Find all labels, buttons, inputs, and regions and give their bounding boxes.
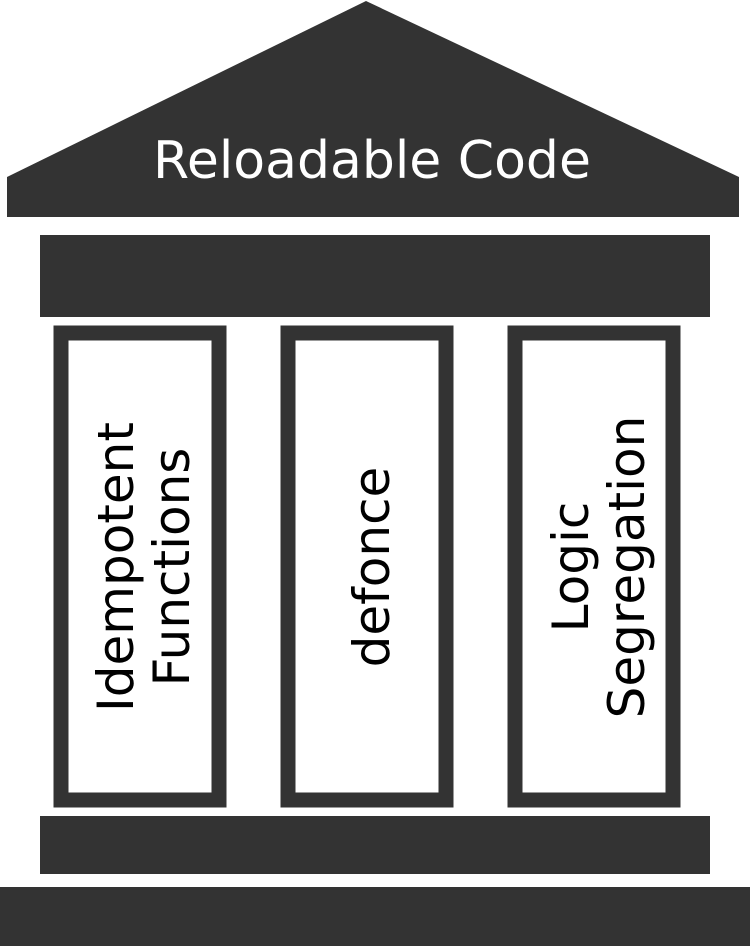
pillar-1-line-1: Idempotent — [87, 422, 145, 712]
roof — [7, 1, 739, 217]
foundation — [0, 887, 750, 946]
pillar-3 — [507, 325, 681, 808]
pillar-3-line-2: Segregation — [598, 416, 656, 719]
roof-title: Reloadable Code — [153, 131, 591, 191]
pillar-3-line-1: Logic — [542, 502, 600, 633]
pillar-1 — [53, 325, 227, 808]
stylobate — [40, 816, 710, 874]
pillar-1-line-2: Functions — [143, 448, 201, 687]
entablature — [40, 235, 710, 317]
pillar-2 — [280, 325, 454, 808]
pillar-2-line-1: defonce — [343, 467, 401, 668]
